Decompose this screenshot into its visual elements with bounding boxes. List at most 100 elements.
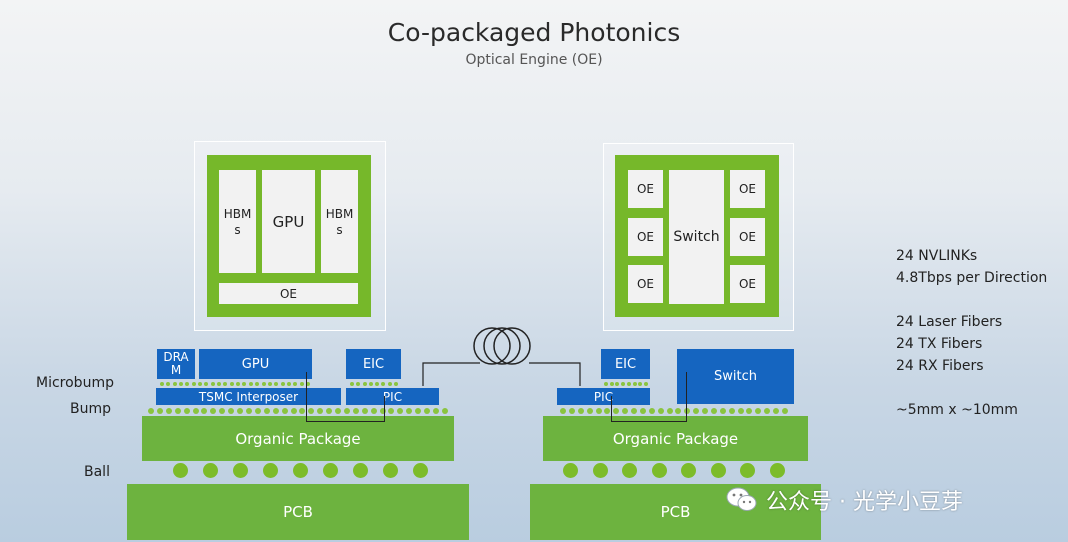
dram-label: DRA M: [163, 350, 189, 377]
right-organic-package: Organic Package: [543, 416, 808, 461]
bump-dot: [254, 407, 261, 414]
bump-dot: [172, 381, 177, 386]
bump-dot: [746, 407, 753, 414]
bump-dot: [370, 407, 377, 414]
bump-dot: [609, 381, 614, 386]
switch-oe-2: OE: [628, 218, 663, 256]
microbump-label: Microbump: [36, 375, 114, 391]
bump-dot: [675, 407, 682, 414]
bump-dot: [755, 407, 762, 414]
bump-dot: [728, 407, 735, 414]
bump-dot: [217, 381, 222, 386]
bump-dot: [622, 407, 629, 414]
solder-ball: [173, 463, 188, 478]
switch-die-label: Switch: [673, 229, 720, 245]
bump-dot: [441, 407, 448, 414]
bump-dot: [368, 381, 373, 386]
bump-dot: [415, 407, 422, 414]
bump-dot: [350, 381, 354, 386]
spec-size: ~5mm x ~10mm: [896, 402, 1018, 418]
solder-ball: [563, 463, 578, 478]
oe-label: OE: [636, 277, 655, 291]
fiber-coil: [422, 327, 581, 386]
spec-tx-fibers: 24 TX Fibers: [896, 336, 983, 352]
bump-dot: [293, 381, 298, 386]
bump-dot: [737, 407, 744, 414]
bump-dot: [387, 381, 392, 386]
bump-dot: [621, 381, 626, 386]
bump-dot: [381, 381, 386, 386]
bump-dot: [684, 407, 691, 414]
switch-oe-1: OE: [628, 170, 663, 208]
right-wire-up: [686, 372, 687, 422]
bump-dot: [375, 381, 380, 386]
bump-dot: [666, 407, 673, 414]
bump-dot: [198, 381, 203, 386]
oe-label: OE: [738, 182, 757, 196]
right-pic-chip: PIC: [557, 388, 650, 405]
bump-dot: [290, 407, 297, 414]
bump-dot: [261, 381, 266, 386]
switch-oe-5: OE: [730, 218, 765, 256]
right-bumps: [560, 407, 788, 414]
bump-dot: [192, 407, 199, 414]
bump-dot: [317, 407, 324, 414]
bump-dot: [648, 407, 655, 414]
bump-dot: [223, 381, 228, 386]
bump-dot: [632, 381, 637, 386]
hbm-left: HBM s: [219, 170, 256, 273]
bump-dot: [191, 381, 196, 386]
bump-dot: [586, 407, 593, 414]
gpu-chip-label: GPU: [241, 356, 270, 372]
bump-dot: [201, 407, 208, 414]
bump-dot: [424, 407, 431, 414]
bump-dot: [305, 381, 310, 386]
switch-die: Switch: [669, 170, 724, 304]
bump-dot: [773, 407, 779, 414]
bump-dot: [286, 381, 291, 386]
oe-label: OE: [738, 277, 757, 291]
oe-label: OE: [636, 230, 655, 244]
bump-dot: [388, 407, 395, 414]
left-balls: [173, 463, 428, 478]
bump-dot: [639, 407, 646, 414]
left-pcb: PCB: [127, 484, 469, 540]
bump-dot: [613, 407, 620, 414]
bump-dot: [433, 407, 439, 414]
bump-dot: [638, 381, 643, 386]
bump-dot: [352, 407, 359, 414]
bump-dot: [280, 381, 285, 386]
solder-ball: [769, 463, 785, 478]
solder-ball: [592, 463, 608, 478]
bump-dot: [626, 381, 631, 386]
diagram-title: Co-packaged Photonics: [387, 18, 681, 47]
watermark: 公众号 · 光学小豆芽: [726, 484, 963, 516]
gpu-die: GPU: [262, 170, 315, 273]
left-eic-chip: EIC: [346, 349, 401, 379]
bump-dot: [229, 381, 234, 386]
hbm-right-label: HBM s: [325, 206, 354, 237]
bump-dot: [781, 407, 788, 414]
switch-chip: Switch: [677, 349, 794, 404]
solder-ball: [323, 463, 338, 478]
bump-dot: [631, 407, 637, 414]
bump-dot: [326, 407, 333, 414]
bump-dot: [343, 407, 350, 414]
bump-dot: [183, 407, 190, 414]
bump-dot: [274, 381, 279, 386]
solder-ball: [710, 463, 726, 478]
bump-dot: [228, 407, 235, 414]
bump-dot: [179, 381, 184, 386]
bump-dot: [160, 381, 164, 386]
gpu-chip: GPU: [199, 349, 312, 379]
bump-dot: [604, 381, 608, 386]
bump-dot: [657, 407, 664, 414]
solder-ball: [353, 463, 368, 478]
left-organic-package: Organic Package: [142, 416, 454, 461]
oe-label: OE: [636, 182, 655, 196]
bump-dot: [263, 407, 270, 414]
bump-dot: [335, 407, 342, 414]
left-wire-horizontal: [306, 421, 384, 422]
right-eic-label: EIC: [614, 356, 637, 372]
left-bumps: [148, 407, 448, 414]
